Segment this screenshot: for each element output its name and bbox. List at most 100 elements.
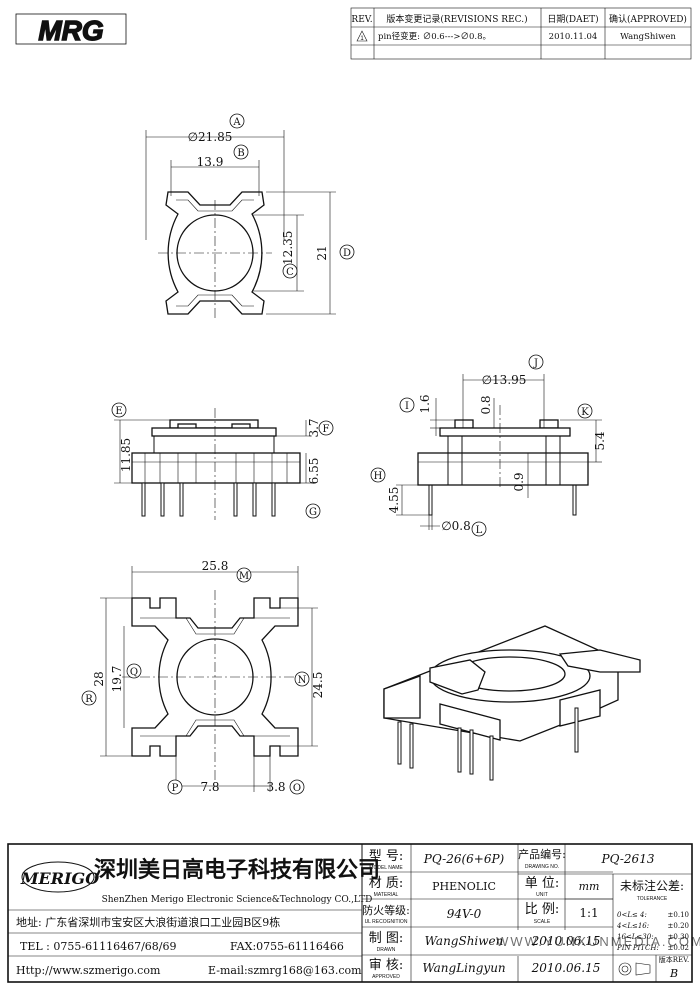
drawing-no-value: PQ-2613 bbox=[601, 852, 655, 866]
bubble-G: G bbox=[305, 503, 321, 519]
company-address: 地址: 广东省深圳市宝安区大浪街道浪口工业园B区9栋 bbox=[16, 915, 280, 929]
side-view: ∅13.95 1.6 0.8 5.4 0.9 4.55 ∅0.8 bbox=[387, 373, 607, 533]
rev-date: 2010.11.04 bbox=[549, 32, 598, 42]
svg-text:TOLERANCE: TOLERANCE bbox=[637, 896, 668, 902]
dim-H: 4.55 bbox=[387, 487, 401, 514]
unit-value: mm bbox=[579, 880, 600, 893]
svg-text:APPROVED: APPROVED bbox=[372, 974, 400, 980]
bubble-D: D bbox=[339, 244, 355, 260]
svg-text:审 核:: 审 核: bbox=[369, 958, 404, 973]
dim-Q: 19.7 bbox=[110, 666, 124, 693]
watermark: WWW.YUNXUNMEDIA.COM bbox=[496, 934, 700, 949]
company-name-en: ShenZhen Merigo Electronic Science&Techn… bbox=[102, 895, 373, 905]
company-tel: TEL : 0755-61116467/68/69 bbox=[20, 940, 176, 953]
svg-text:16<L≤30:: 16<L≤30: bbox=[617, 933, 654, 941]
rev-header-rev: REV. bbox=[351, 15, 372, 25]
bubble-L: L bbox=[471, 521, 487, 537]
svg-text:DRAWING NO.: DRAWING NO. bbox=[525, 864, 559, 870]
company-email: E-mail:szmrg168@163.com bbox=[208, 964, 362, 977]
dim-G: 6.55 bbox=[307, 458, 321, 485]
dim-D: 21 bbox=[315, 245, 329, 260]
company-name-cn: 深圳美日高电子科技有限公司 bbox=[94, 857, 380, 883]
svg-text:MERIGO: MERIGO bbox=[20, 869, 99, 888]
svg-text:K: K bbox=[581, 407, 589, 418]
svg-text:UNIT: UNIT bbox=[536, 892, 548, 898]
svg-text:型 号:: 型 号: bbox=[369, 849, 404, 864]
dim-F: 3.7 bbox=[307, 418, 321, 437]
company-logo: MERIGO bbox=[20, 861, 99, 893]
svg-text:DRAWN: DRAWN bbox=[377, 947, 396, 953]
bubble-A: A bbox=[229, 113, 245, 129]
svg-text:O: O bbox=[293, 783, 301, 794]
svg-text:MATERIAL: MATERIAL bbox=[374, 892, 399, 898]
svg-text:N: N bbox=[298, 675, 307, 686]
fire-value: 94V-0 bbox=[447, 907, 482, 921]
scale-value: 1:1 bbox=[579, 906, 598, 920]
svg-text:I: I bbox=[405, 401, 409, 412]
bubble-R: R bbox=[81, 690, 97, 706]
projection-symbol-icon bbox=[618, 962, 651, 976]
svg-text:R: R bbox=[85, 694, 93, 705]
rev-value: B bbox=[669, 967, 678, 980]
model-value: PQ-26(6+6P) bbox=[423, 852, 505, 866]
bubble-F: F bbox=[318, 420, 334, 436]
rev-header-approved: 确认(APPROVED) bbox=[609, 13, 687, 25]
rev-header-date: 日期(DAET) bbox=[547, 14, 598, 25]
svg-text:0<L≤ 4:: 0<L≤ 4: bbox=[617, 911, 647, 919]
dim-K: 5.4 bbox=[593, 431, 607, 450]
dim-I: 1.6 bbox=[418, 394, 432, 413]
svg-text:SCALE: SCALE bbox=[534, 919, 551, 925]
approved-date: 2010.06.15 bbox=[531, 961, 601, 975]
dim-A: ∅21.85 bbox=[188, 130, 233, 144]
svg-text:4<L≤16:: 4<L≤16: bbox=[616, 922, 649, 930]
bubble-K: K bbox=[577, 403, 593, 419]
bubble-E: E bbox=[111, 402, 127, 418]
tolerance-list: 0<L≤ 4: ±0.10 4<L≤16: ±0.20 16<L≤30: ±0.… bbox=[616, 911, 689, 952]
svg-text:H: H bbox=[374, 471, 383, 482]
svg-text:±0.30: ±0.30 bbox=[668, 933, 689, 941]
front-view: 11.85 3.7 6.55 bbox=[114, 408, 321, 520]
bottom-view: 25.8 28 19.7 24.5 7.8 3.8 bbox=[92, 559, 325, 794]
svg-text:J: J bbox=[533, 358, 538, 369]
title-block: MERIGO 深圳美日高电子科技有限公司 ShenZhen Merigo Ele… bbox=[7, 843, 693, 983]
svg-text:±0.20: ±0.20 bbox=[668, 922, 689, 930]
top-view: ∅21.85 13.9 ∅12.35 21 bbox=[145, 130, 336, 318]
rev-triangle-icon bbox=[356, 30, 368, 42]
company-http: Http://www.szmerigo.com bbox=[16, 964, 161, 977]
svg-text:±0.10: ±0.10 bbox=[668, 911, 689, 919]
dimension-bubbles: A B C D E F G H I J K L M N O P Q R bbox=[81, 113, 593, 795]
svg-text:A: A bbox=[232, 117, 241, 128]
dim-N: 24.5 bbox=[311, 672, 325, 699]
svg-text:M: M bbox=[239, 571, 249, 582]
svg-text:未标注公差:: 未标注公差: bbox=[620, 878, 684, 893]
bubble-B: B bbox=[233, 144, 249, 160]
drawn-date: 2010.06.15 bbox=[531, 934, 601, 948]
svg-text:防火等级:: 防火等级: bbox=[362, 903, 410, 917]
drawn-by: WangShiwen bbox=[425, 934, 504, 948]
isometric-view bbox=[383, 625, 641, 781]
svg-text:B: B bbox=[237, 148, 244, 159]
svg-text:版本REV.: 版本REV. bbox=[659, 955, 689, 964]
dim-J: ∅13.95 bbox=[482, 373, 527, 387]
front-view-pins bbox=[141, 482, 276, 517]
rev-description: pin径变更: ∅0.6--->∅0.8。 bbox=[378, 31, 491, 42]
dim-0-9: 0.9 bbox=[512, 472, 526, 491]
svg-text:L: L bbox=[476, 525, 483, 536]
svg-text:D: D bbox=[343, 248, 351, 259]
svg-text:G: G bbox=[309, 507, 317, 518]
company-fax: FAX:0755-61116466 bbox=[230, 940, 344, 953]
svg-text:E: E bbox=[115, 406, 122, 417]
svg-text:MODEL NAME: MODEL NAME bbox=[369, 865, 403, 871]
bubble-C: C bbox=[282, 263, 298, 279]
dim-O: 3.8 bbox=[266, 780, 285, 794]
svg-text:±0.02: ±0.02 bbox=[668, 944, 689, 952]
svg-text:C: C bbox=[286, 267, 294, 278]
rev-approved: WangShiwen bbox=[620, 32, 676, 42]
svg-text:制 图:: 制 图: bbox=[369, 931, 404, 946]
dim-P: 7.8 bbox=[200, 780, 219, 794]
bubble-N: N bbox=[294, 671, 310, 687]
bubble-P: P bbox=[167, 779, 183, 795]
svg-text:单 位:: 单 位: bbox=[525, 876, 560, 891]
svg-text:产品编号:: 产品编号: bbox=[518, 847, 566, 861]
